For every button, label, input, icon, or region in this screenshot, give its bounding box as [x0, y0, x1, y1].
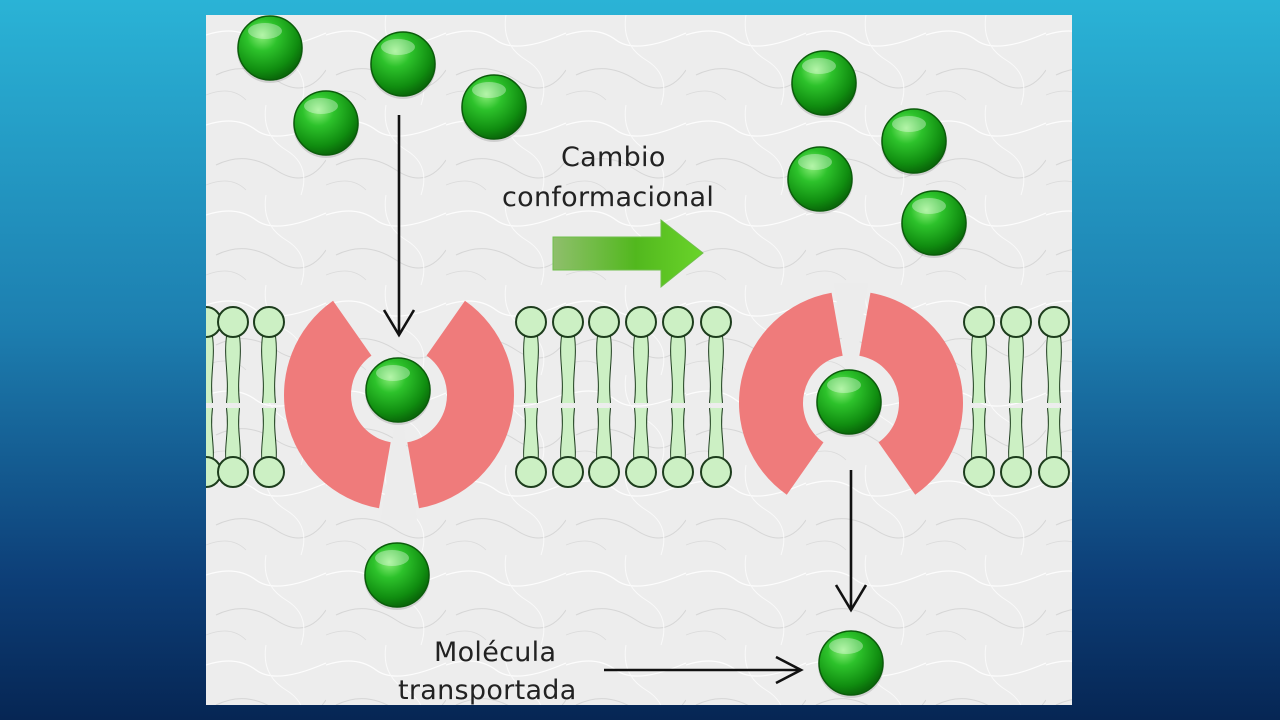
phospholipid	[963, 306, 995, 488]
carrier-protein-open-bottom	[739, 283, 963, 495]
molecule-sphere	[816, 369, 882, 437]
molecule-sphere	[881, 108, 947, 176]
phospholipid	[1038, 306, 1070, 488]
phospholipid	[1000, 306, 1032, 488]
molecule-sphere	[791, 50, 857, 118]
molecules	[237, 15, 967, 698]
downward-arrow-left	[382, 115, 416, 338]
phospholipid	[700, 306, 732, 488]
molecule-sphere	[365, 357, 431, 425]
phospholipid	[552, 306, 584, 488]
phospholipid	[588, 306, 620, 488]
molecule-sphere	[901, 190, 967, 258]
molecule-sphere	[237, 15, 303, 83]
molecule-sphere	[364, 542, 430, 610]
diagram-panel: Cambio conformacional Molécula transport…	[206, 15, 1072, 705]
conformational-change-arrow	[552, 218, 704, 289]
label-transported-molecule-line2: transportada	[398, 675, 577, 705]
phospholipid	[515, 306, 547, 488]
lipid-bilayer	[206, 306, 1070, 488]
label-transported-molecule-line1: Molécula	[434, 637, 557, 668]
phospholipid	[662, 306, 694, 488]
label-conformational-change-line2: conformacional	[502, 182, 715, 213]
phospholipid	[625, 306, 657, 488]
carrier-protein-open-top	[283, 300, 514, 520]
phospholipid	[253, 306, 285, 488]
label-conformational-change-line1: Cambio	[561, 142, 666, 173]
pointer-arrow-molecule	[604, 655, 804, 685]
downward-arrow-right	[834, 470, 868, 613]
molecule-sphere	[818, 630, 884, 698]
molecule-sphere	[370, 31, 436, 99]
carrier-proteins	[283, 283, 963, 520]
membrane-transport-diagram	[206, 15, 1072, 705]
molecule-sphere	[787, 146, 853, 214]
molecule-sphere	[461, 74, 527, 142]
phospholipid	[217, 306, 249, 488]
molecule-sphere	[293, 90, 359, 158]
